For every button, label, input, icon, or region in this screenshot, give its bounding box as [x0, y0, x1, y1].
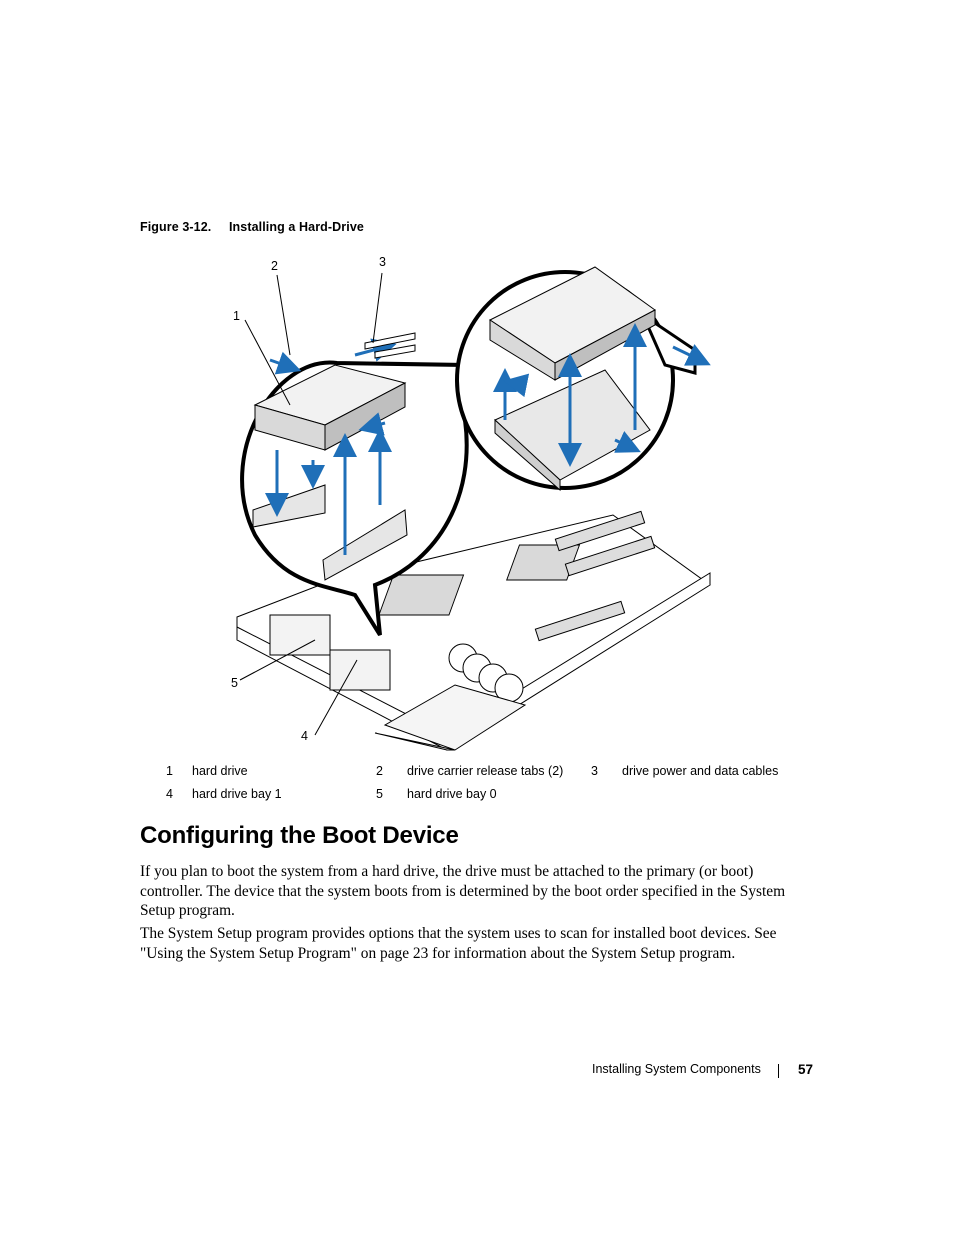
insertion-arrows-right	[493, 323, 711, 467]
callout-5: 5	[231, 676, 238, 690]
legend-label: hard drive bay 0	[407, 787, 497, 801]
illustration-svg	[236, 266, 711, 751]
drive-carrier-tray	[494, 369, 651, 492]
footer-separator	[778, 1064, 779, 1078]
callout-1: 1	[233, 309, 240, 323]
power-data-cables	[364, 332, 416, 359]
legend-number: 5	[376, 787, 383, 801]
legend-number: 1	[166, 764, 173, 778]
figure-number: Figure 3-12.	[140, 220, 212, 234]
callout-2: 2	[271, 259, 278, 273]
page-footer: Installing System Components 57	[592, 1062, 813, 1078]
legend-number: 2	[376, 764, 383, 778]
callout-leader-lines	[239, 272, 383, 736]
figure-caption: Figure 3-12. Installing a Hard-Drive	[140, 220, 364, 234]
legend-label: drive carrier release tabs (2)	[407, 764, 564, 778]
insertion-arrows-left	[265, 338, 397, 555]
body-paragraph: The System Setup program provides option…	[140, 925, 777, 962]
legend-row: 4 hard drive bay 1 5 hard drive bay 0	[166, 787, 806, 810]
hard-drive-installation-illustration: 2 3 1 5 4	[225, 255, 720, 755]
figure-title: Installing a Hard-Drive	[228, 220, 364, 234]
callout-4: 4	[301, 729, 308, 743]
legend-row: 1 hard drive 2 drive carrier release tab…	[166, 764, 806, 787]
bay-detail-balloon	[240, 332, 469, 637]
legend-number: 3	[591, 764, 598, 778]
figure-legend: 1 hard drive 2 drive carrier release tab…	[166, 764, 806, 810]
legend-label: hard drive	[192, 764, 248, 778]
chapter-title: Installing System Components	[592, 1062, 761, 1076]
carrier-detail-balloon	[455, 266, 711, 492]
callout-3: 3	[379, 255, 386, 269]
legend-label: drive power and data cables	[622, 764, 779, 778]
legend-number: 4	[166, 787, 173, 801]
body-paragraph: If you plan to boot the system from a ha…	[140, 863, 786, 919]
page-number: 57	[798, 1062, 814, 1077]
server-chassis	[236, 510, 711, 751]
section-heading: Configuring the Boot Device	[140, 822, 459, 849]
legend-label: hard drive bay 1	[192, 787, 282, 801]
